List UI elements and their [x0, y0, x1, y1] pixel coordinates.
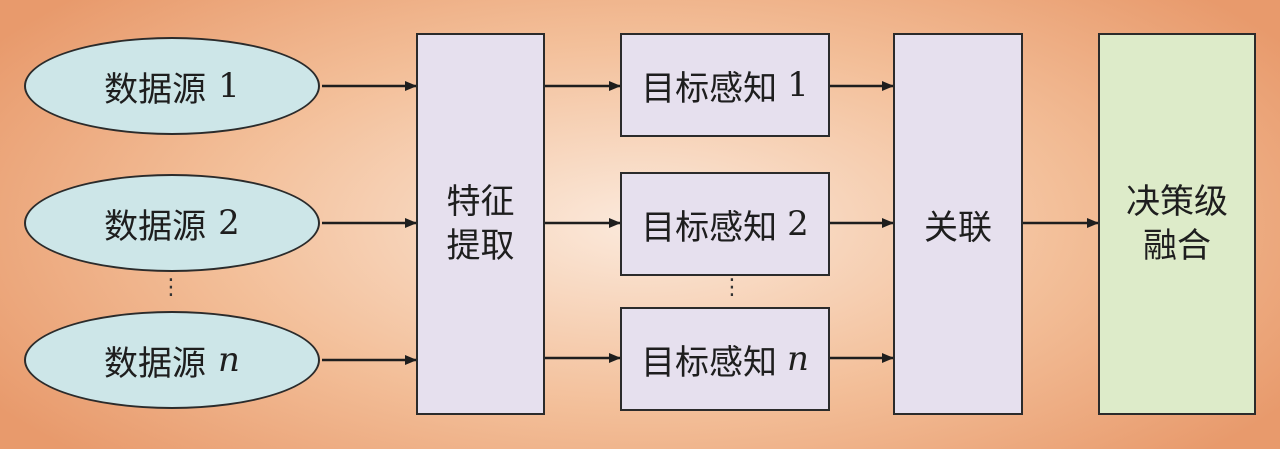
- target-perception-2-label: 目标感知: [641, 207, 778, 248]
- data-source-n: 数据源 n: [24, 311, 320, 409]
- data-source-n-label: 数据源: [104, 343, 207, 384]
- data-source-n-index: n: [218, 340, 240, 380]
- target-perception-1-label: 目标感知: [641, 68, 778, 109]
- source-ellipsis: ⋮: [160, 275, 182, 300]
- decision-fusion-line-2: 融合: [1143, 226, 1211, 266]
- target-perception-2-index: 2: [787, 204, 809, 244]
- association-box: 关联: [893, 33, 1023, 415]
- association-label: 关联: [924, 207, 992, 248]
- data-source-1: 数据源 1: [24, 37, 320, 135]
- target-perception-n-label: 目标感知: [641, 342, 778, 383]
- feature-extraction-line-2: 提取: [446, 226, 515, 266]
- feature-extraction-box: 特征 提取: [416, 33, 545, 415]
- data-source-1-index: 1: [218, 66, 240, 106]
- target-ellipsis: ⋮: [721, 275, 743, 300]
- data-source-2: 数据源 2: [24, 174, 320, 272]
- decision-fusion-box: 决策级 融合: [1098, 33, 1256, 415]
- data-source-1-label: 数据源: [104, 69, 207, 110]
- data-source-2-label: 数据源: [104, 206, 207, 247]
- feature-extraction-line-1: 特征: [446, 181, 515, 222]
- target-perception-1-index: 1: [787, 65, 809, 105]
- target-perception-n-index: n: [787, 339, 809, 379]
- data-source-2-index: 2: [218, 203, 240, 243]
- decision-fusion-line-1: 决策级: [1126, 181, 1228, 222]
